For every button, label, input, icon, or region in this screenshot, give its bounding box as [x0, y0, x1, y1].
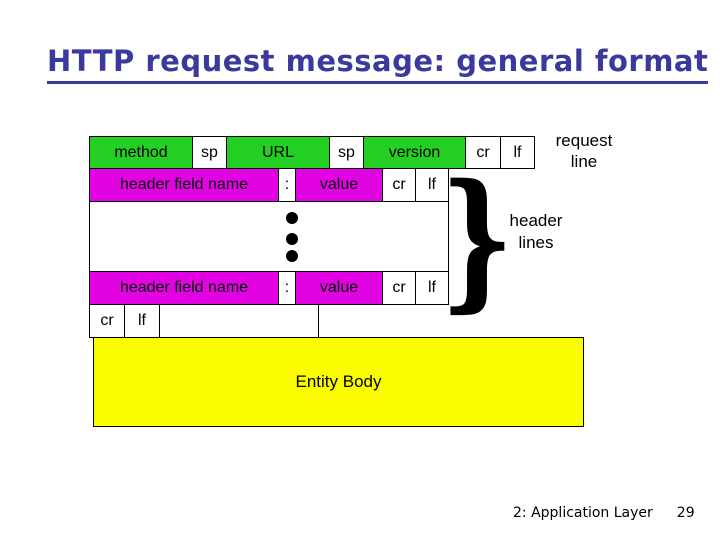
footer-section-label: 2: Application Layer: [513, 505, 653, 521]
slide-footer: 2: Application Layer 29: [513, 505, 695, 521]
colon-box-top: :: [278, 168, 296, 202]
request-line-label: request line: [555, 131, 613, 171]
lf-box-header-bottom: lf: [415, 271, 449, 305]
ellipsis-dot-3: [286, 250, 298, 262]
header-field-name-box-bottom: header field name: [89, 271, 279, 305]
lf-box-blank-line: lf: [124, 304, 160, 338]
header-lines-brace: }: [440, 151, 514, 327]
entity-body-box: Entity Body: [93, 337, 584, 427]
ellipsis-dot-1: [286, 212, 298, 224]
value-box-bottom: value: [295, 271, 383, 305]
header-lines-label: header lines: [509, 211, 563, 252]
blank-box: [159, 304, 319, 338]
more-header-lines-box: [89, 201, 449, 272]
ellipsis-dot-2: [286, 233, 298, 245]
sp-box-2: sp: [329, 136, 364, 169]
url-box: URL: [226, 136, 330, 169]
method-box: method: [89, 136, 193, 169]
lf-box-request-line: lf: [500, 136, 535, 169]
cr-box-blank-line: cr: [89, 304, 125, 338]
cr-box-header-top: cr: [382, 168, 416, 202]
footer-page-number: 29: [676, 505, 695, 521]
version-box: version: [363, 136, 466, 169]
sp-box-1: sp: [192, 136, 227, 169]
header-field-name-box-top: header field name: [89, 168, 279, 202]
lf-box-header-top: lf: [415, 168, 449, 202]
colon-box-bottom: :: [278, 271, 296, 305]
value-box-top: value: [295, 168, 383, 202]
page-title: HTTP request message: general format: [47, 44, 709, 84]
cr-box-header-bottom: cr: [382, 271, 416, 305]
